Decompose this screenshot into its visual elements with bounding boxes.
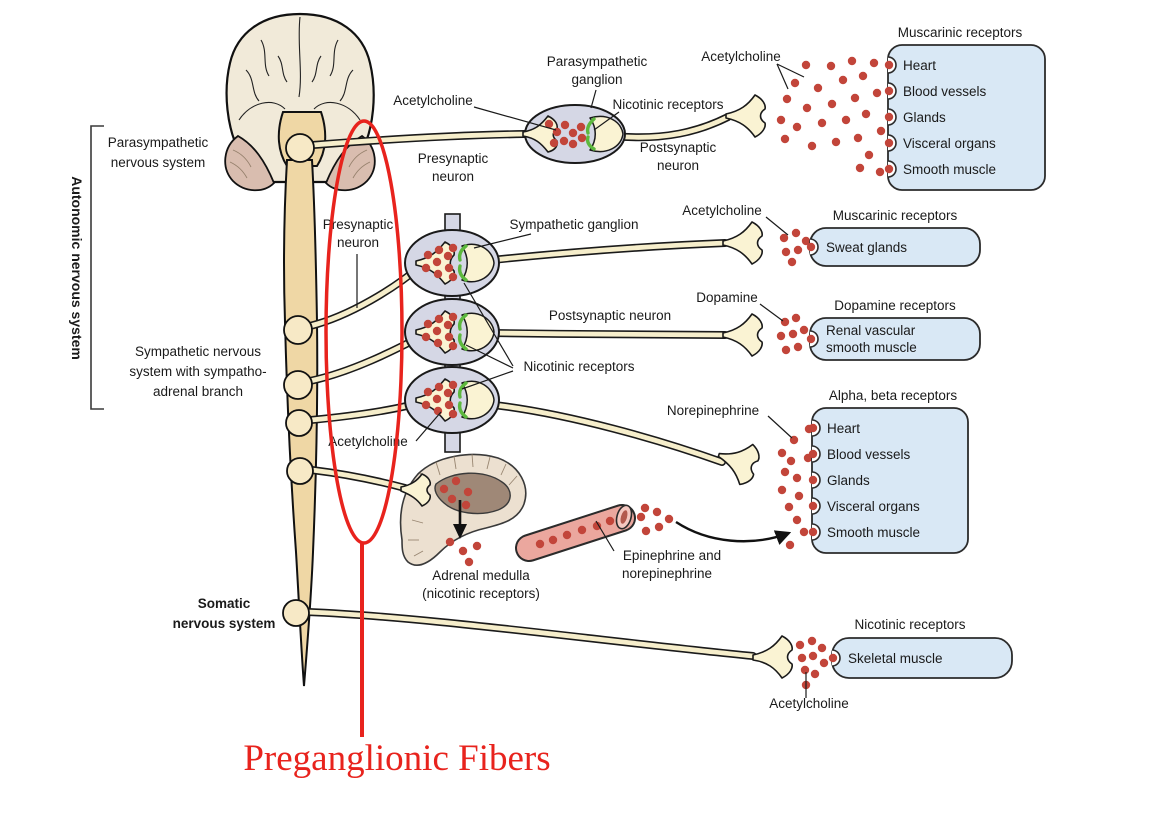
label-sympathetic-nervous-system: Sympathetic nervous: [135, 344, 261, 359]
panel-item: Heart: [827, 421, 860, 436]
ach-dots-ganglion-2: [421, 312, 458, 351]
receptor-panel-dopamine: Dopamine receptors Renal vascular smooth…: [806, 298, 981, 361]
label-epinephrine-norepinephrine: norepinephrine: [622, 566, 712, 581]
label-sympathetic-nervous-system: system with sympatho-: [129, 364, 266, 379]
sympathetic-ganglion-3: [404, 366, 500, 434]
preganglionic-highlight: Preganglionic Fibers: [243, 119, 551, 779]
pointer-lines: [356, 63, 807, 698]
receptor-panel-alpha-beta: Alpha, beta receptors Heart Blood vessel…: [808, 388, 969, 554]
dots-renal: [776, 313, 809, 355]
panel-item: Glands: [827, 473, 870, 488]
autonomic-bracket: [90, 125, 104, 410]
panel-item: Visceral organs: [903, 136, 996, 151]
label-epinephrine-norepinephrine: Epinephrine and: [623, 548, 721, 563]
label-acetylcholine-chain: Acetylcholine: [328, 434, 408, 449]
epinephrine-dots-released: [445, 537, 482, 567]
label-acetylcholine-sweat: Acetylcholine: [682, 203, 762, 218]
panel-header: Muscarinic receptors: [898, 25, 1023, 40]
parasympathetic-ganglion-shape: [522, 104, 626, 164]
bloodstream-arrow: [675, 520, 792, 545]
label-somatic-nervous-system: nervous system: [173, 616, 276, 631]
label-nicotinic-receptors-parasympathetic: Nicotinic receptors: [612, 97, 723, 112]
panel-item: Smooth muscle: [827, 525, 920, 540]
panel-item-line: smooth muscle: [826, 340, 917, 355]
panel-header: Nicotinic receptors: [854, 617, 965, 632]
label-parasympathetic-ganglion: Parasympathetic: [547, 54, 648, 69]
label-parasympathetic-nervous-system: Parasympathetic: [108, 135, 209, 150]
label-acetylcholine-parasympathetic: Acetylcholine: [393, 93, 473, 108]
label-parasympathetic-nervous-system: nervous system: [111, 155, 206, 170]
panel-header: Muscarinic receptors: [833, 208, 958, 223]
label-postsynaptic-neuron-top: Postsynaptic: [640, 140, 717, 155]
label-nicotinic-receptors-sympathetic: Nicotinic receptors: [523, 359, 634, 374]
panel-item: Smooth muscle: [903, 162, 996, 177]
ach-dots-ganglion-1: [421, 243, 458, 282]
ach-dots-adrenal: [439, 476, 473, 510]
dots-alpha-beta: [777, 424, 814, 550]
left-annotations: Autonomic nervous system Parasympathetic…: [69, 125, 276, 631]
vessel-lumen: [620, 510, 628, 524]
ach-dots-parasympathetic-ganglion: [544, 119, 587, 149]
release-arrow-down: [453, 500, 467, 539]
panel-item: Blood vessels: [903, 84, 987, 99]
dots-sweat: [779, 228, 811, 267]
panel-header: Alpha, beta receptors: [829, 388, 958, 403]
label-adrenal-medulla: Adrenal medulla: [432, 568, 530, 583]
label-adrenal-medulla: (nicotinic receptors): [422, 586, 540, 601]
panel-item: Sweat glands: [826, 240, 907, 255]
blood-vessel: [515, 503, 792, 562]
panel-item: Visceral organs: [827, 499, 920, 514]
axon-terminals: [717, 94, 793, 679]
panel-item: Skeletal muscle: [848, 651, 943, 666]
cerebellum-left: [224, 134, 276, 192]
dots-muscarinic-top: [776, 56, 886, 177]
sympathetic-chain: [404, 213, 500, 453]
spinal-nerve-roots: [282, 133, 315, 627]
sympathetic-ganglion-2: [404, 298, 500, 366]
label-parasympathetic-ganglion: ganglion: [571, 72, 622, 87]
panel-item: Glands: [903, 110, 946, 125]
dots-in-vessel: [535, 516, 615, 549]
dots-leaving-vessel: [636, 503, 674, 536]
panel-item-line: Renal vascular: [826, 323, 916, 338]
postganglionic-axons: [488, 113, 732, 466]
label-sympathetic-ganglion: Sympathetic ganglion: [509, 217, 638, 232]
label-presynaptic-neuron-spinal: Presynaptic: [323, 217, 394, 232]
labels: Acetylcholine Parasympathetic ganglion N…: [323, 49, 849, 711]
receptor-panel-muscarinic-top: Muscarinic receptors Heart Blood vessels…: [884, 25, 1046, 191]
highlight-caption: Preganglionic Fibers: [243, 738, 550, 779]
dots-skeletal: [795, 636, 829, 690]
label-presynaptic-neuron-spinal: neuron: [337, 235, 379, 250]
receptor-panel-muscarinic-sweat: Muscarinic receptors Sweat glands: [806, 208, 981, 267]
label-somatic-nervous-system: Somatic: [198, 596, 251, 611]
label-acetylcholine-effector-top: Acetylcholine: [701, 49, 781, 64]
label-autonomic-nervous-system: Autonomic nervous system: [69, 176, 85, 360]
label-postsynaptic-neuron-top: neuron: [657, 158, 699, 173]
label-presynaptic-neuron-top: Presynaptic: [418, 151, 489, 166]
panel-item: Heart: [903, 58, 936, 73]
label-presynaptic-neuron-top: neuron: [432, 169, 474, 184]
label-dopamine: Dopamine: [696, 290, 758, 305]
panel-item: Blood vessels: [827, 447, 911, 462]
label-norepinephrine: Norepinephrine: [667, 403, 759, 418]
label-postsynaptic-neuron-sympathetic: Postsynaptic neuron: [549, 308, 671, 323]
sympathetic-ganglion-1: [404, 229, 500, 297]
label-acetylcholine-skeletal: Acetylcholine: [769, 696, 849, 711]
adrenal-gland: [399, 453, 527, 567]
panel-header: Dopamine receptors: [834, 298, 956, 313]
receptor-panel-nicotinic-skeletal: Nicotinic receptors Skeletal muscle: [828, 617, 1013, 679]
label-sympathetic-nervous-system: adrenal branch: [153, 384, 243, 399]
